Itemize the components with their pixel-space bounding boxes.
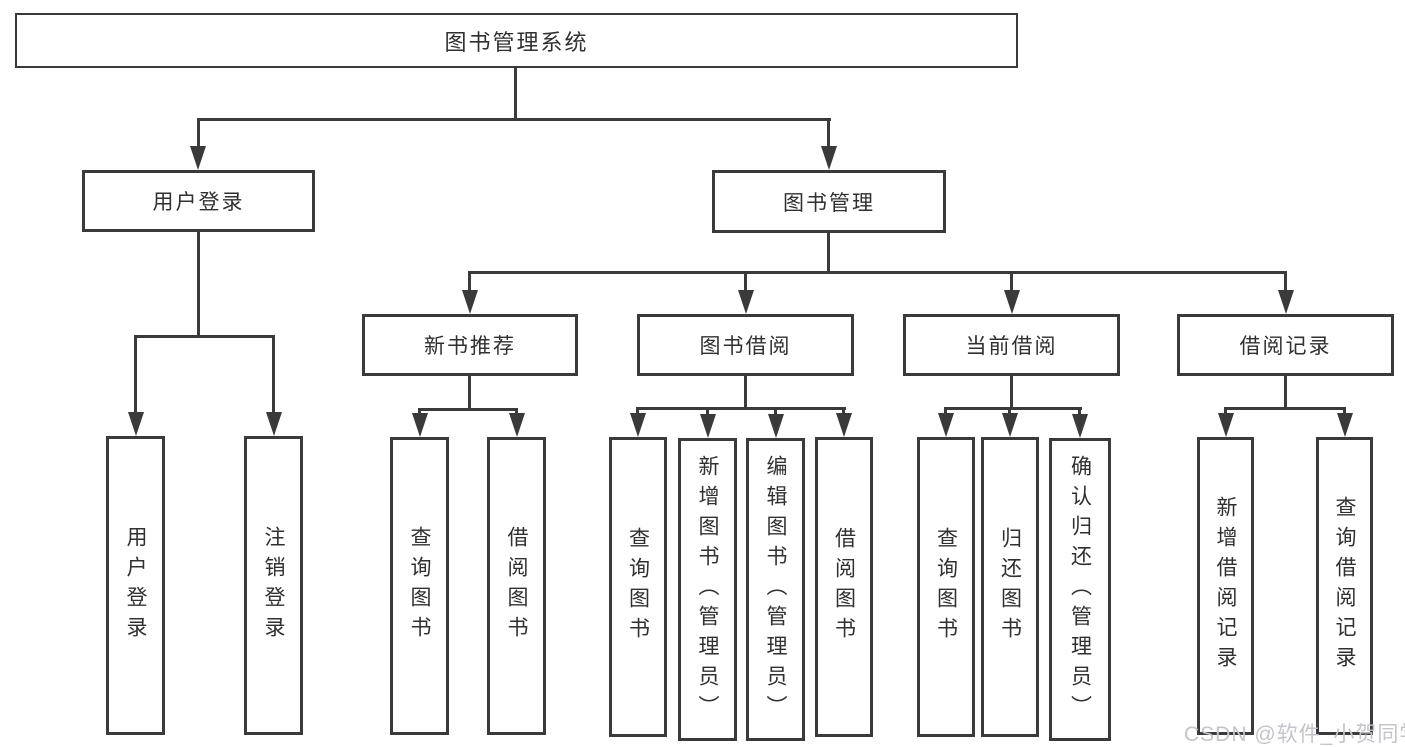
arrowhead-icon <box>412 413 428 437</box>
leaf-edit-books-admin: 编辑图书（管理员） <box>746 438 805 741</box>
arrowhead-icon <box>938 413 954 437</box>
node-user-login: 用户登录 <box>82 170 315 232</box>
node-label: 注销登录 <box>262 525 285 646</box>
arrowhead-icon <box>1218 413 1234 437</box>
connector-line <box>197 118 831 121</box>
connector-line <box>637 407 846 410</box>
node-label: 查询图书 <box>934 527 958 647</box>
leaf-query-borrow-record: 查询借阅记录 <box>1316 437 1373 735</box>
connector-line <box>944 407 947 418</box>
leaf-borrow-books-1: 借阅图书 <box>487 437 546 735</box>
node-label: 用户登录 <box>152 191 245 214</box>
connector-line <box>469 271 1287 274</box>
node-root-library-system: 图书管理系统 <box>15 13 1018 68</box>
node-label: 新书推荐 <box>424 335 516 358</box>
connector-line <box>636 407 639 418</box>
leaf-query-books-3: 查询图书 <box>917 437 975 737</box>
csdn-watermark: CSDN @软件_小贺同学 <box>1184 723 1405 746</box>
connector-line <box>1010 271 1013 294</box>
node-label: 编辑图书（管理员） <box>764 454 787 725</box>
arrowhead-icon <box>1072 414 1088 438</box>
arrowhead-icon <box>462 290 478 314</box>
leaf-add-books-admin: 新增图书（管理员） <box>678 438 737 741</box>
node-label: 新增图书（管理员） <box>696 454 719 725</box>
leaf-query-books-1: 查询图书 <box>390 437 449 735</box>
leaf-return-books: 归还图书 <box>981 437 1039 737</box>
connector-line <box>1224 407 1346 410</box>
arrowhead-icon <box>821 146 837 170</box>
arrowhead-icon <box>700 414 716 438</box>
arrowhead-icon <box>1004 290 1020 314</box>
connector-line <box>1343 407 1346 418</box>
node-label: 查询图书 <box>626 527 650 647</box>
node-book-management: 图书管理 <box>712 170 946 233</box>
node-label: 查询借阅记录 <box>1333 496 1356 676</box>
leaf-add-borrow-record: 新增借阅记录 <box>1197 437 1254 735</box>
node-label: 用户登录 <box>124 525 147 646</box>
node-borrow-records: 借阅记录 <box>1177 314 1394 376</box>
connector-line <box>1008 407 1011 418</box>
arrowhead-icon <box>1278 290 1294 314</box>
arrowhead-icon <box>768 414 784 438</box>
arrowhead-icon <box>738 290 754 314</box>
node-label: 新增借阅记录 <box>1214 496 1237 676</box>
arrowhead-icon <box>630 413 646 437</box>
leaf-borrow-books-2: 借阅图书 <box>815 437 873 737</box>
connector-line <box>744 375 747 408</box>
connector-line <box>744 271 747 294</box>
connector-line <box>197 118 200 148</box>
connector-line <box>945 407 1082 410</box>
leaf-confirm-return-admin: 确认归还（管理员） <box>1049 438 1111 741</box>
connector-line <box>134 335 137 417</box>
connector-line <box>1224 407 1227 418</box>
connector-line <box>1010 375 1013 408</box>
connector-line <box>706 407 709 418</box>
connector-line <box>468 271 471 294</box>
node-new-book-recommend: 新书推荐 <box>362 314 578 376</box>
arrowhead-icon <box>128 412 144 436</box>
connector-line <box>197 231 200 335</box>
connector-line <box>1078 407 1081 418</box>
connector-line <box>842 407 845 418</box>
node-label: 当前借阅 <box>965 335 1058 358</box>
leaf-user-login: 用户登录 <box>106 436 165 735</box>
connector-line <box>1284 375 1287 408</box>
connector-line <box>134 335 275 338</box>
node-current-borrow: 当前借阅 <box>903 314 1120 376</box>
node-label: 图书管理系统 <box>444 29 589 55</box>
connector-line <box>468 375 471 409</box>
connector-line <box>514 68 517 121</box>
node-label: 查询图书 <box>408 526 431 646</box>
node-book-borrow: 图书借阅 <box>637 314 854 376</box>
arrowhead-icon <box>190 146 206 170</box>
node-label: 图书管理 <box>783 191 875 215</box>
node-label: 借阅图书 <box>832 527 856 647</box>
node-label: 归还图书 <box>998 527 1022 647</box>
connector-line <box>272 335 275 417</box>
connector-line <box>827 118 830 148</box>
node-label: 确认归还（管理员） <box>1068 454 1092 725</box>
connector-line <box>827 232 830 274</box>
connector-line <box>1284 271 1287 294</box>
connector-line <box>418 408 518 411</box>
node-label: 图书借阅 <box>699 335 792 358</box>
arrowhead-icon <box>1337 413 1353 437</box>
leaf-logout: 注销登录 <box>244 436 303 735</box>
leaf-query-books-2: 查询图书 <box>609 437 667 737</box>
node-label: 借阅记录 <box>1239 335 1332 358</box>
arrowhead-icon <box>836 413 852 437</box>
arrowhead-icon <box>1002 413 1018 437</box>
arrowhead-icon <box>509 413 525 437</box>
node-label: 借阅图书 <box>505 526 528 646</box>
arrowhead-icon <box>266 412 282 436</box>
connector-line <box>774 407 777 418</box>
